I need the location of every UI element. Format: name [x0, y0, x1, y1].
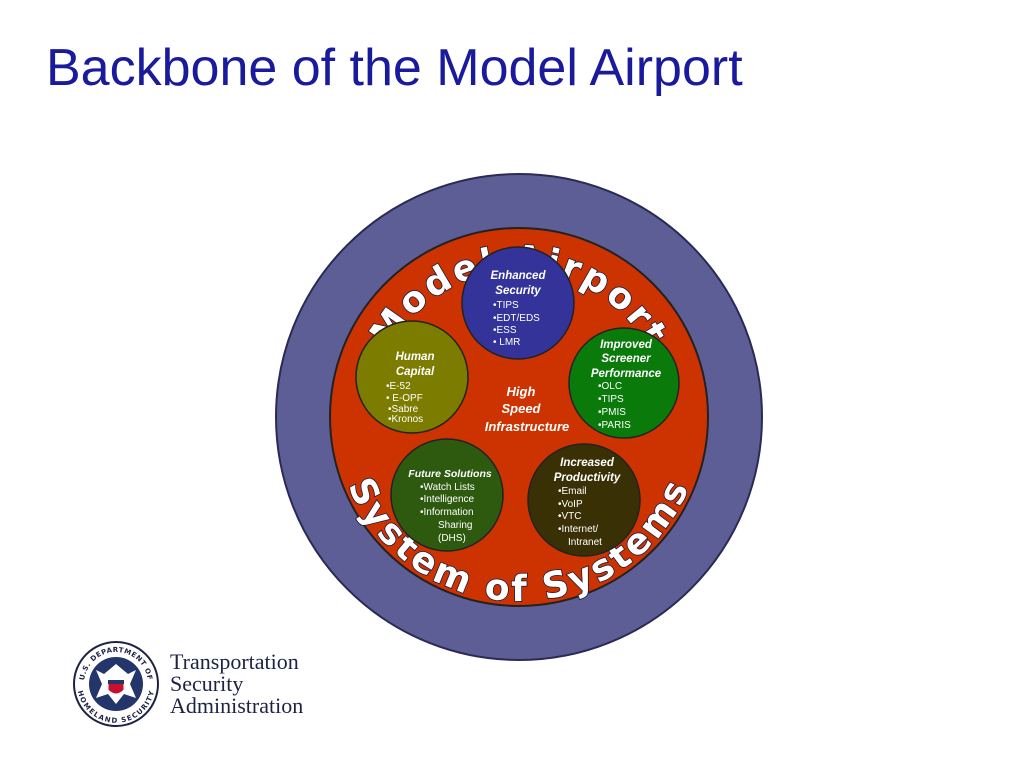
center-line: Infrastructure	[485, 419, 570, 434]
node-enhanced-security: Enhanced Security •TIPS •EDT/EDS •ESS • …	[461, 246, 575, 360]
node-improved-screener-performance: Improved Screener Performance •OLC •TIPS…	[568, 327, 680, 439]
node-item: •Intelligence	[420, 494, 475, 505]
node-item: •Internet/	[558, 524, 598, 535]
center-label: High Speed Infrastructure	[485, 384, 570, 434]
node-title: Productivity	[554, 472, 621, 484]
node-human-capital: Human Capital •E-52 • E-OPF •Sabre •Kron…	[355, 320, 469, 434]
tsa-logo: U.S. DEPARTMENT OF HOMELAND SECURITY Tra…	[72, 640, 303, 728]
node-title: Increased	[560, 457, 615, 469]
slide-title: Backbone of the Model Airport	[46, 39, 743, 97]
node-item: Sharing	[438, 520, 472, 531]
node-item: •TIPS	[598, 394, 624, 405]
node-item: •OLC	[598, 381, 622, 392]
node-item: •E-52	[386, 381, 411, 392]
node-title: Capital	[396, 366, 435, 378]
node-item: (DHS)	[438, 533, 466, 544]
node-item: •Sabre	[388, 404, 419, 415]
center-line: Speed	[501, 401, 541, 416]
node-item: •Email	[558, 486, 587, 497]
node-future-solutions: Future Solutions •Watch Lists •Intellige…	[390, 438, 504, 552]
node-title: Security	[495, 285, 541, 297]
node-item: •EDT/EDS	[493, 313, 540, 324]
node-item: •VoIP	[558, 499, 583, 510]
tsa-wordmark: Transportation Security Administration	[170, 651, 303, 717]
dhs-seal-icon: U.S. DEPARTMENT OF HOMELAND SECURITY	[73, 641, 159, 727]
node-item: •TIPS	[493, 300, 519, 311]
node-title: Enhanced	[491, 270, 547, 282]
node-title: Future Solutions	[408, 468, 492, 480]
node-increased-productivity: Increased Productivity •Email •VoIP •VTC…	[527, 443, 641, 557]
node-item: •Watch Lists	[420, 482, 475, 493]
node-title: Screener	[601, 353, 651, 365]
node-item: •PARIS	[598, 420, 631, 431]
wordmark-line: Transportation	[170, 649, 299, 674]
node-item: •Kronos	[388, 414, 423, 425]
wordmark-line: Administration	[170, 693, 304, 718]
node-item: •Information	[420, 507, 474, 518]
node-title: Human	[396, 351, 435, 363]
center-line: High	[507, 384, 536, 399]
node-title: Improved	[600, 339, 653, 351]
node-title: Performance	[591, 368, 662, 380]
node-item: Intranet	[568, 537, 602, 548]
node-item: • LMR	[493, 337, 520, 348]
node-item: •VTC	[558, 511, 582, 522]
node-item: • E-OPF	[386, 393, 423, 404]
node-item: •ESS	[493, 325, 517, 336]
node-item: •PMIS	[598, 407, 626, 418]
wordmark-line: Security	[170, 671, 244, 696]
